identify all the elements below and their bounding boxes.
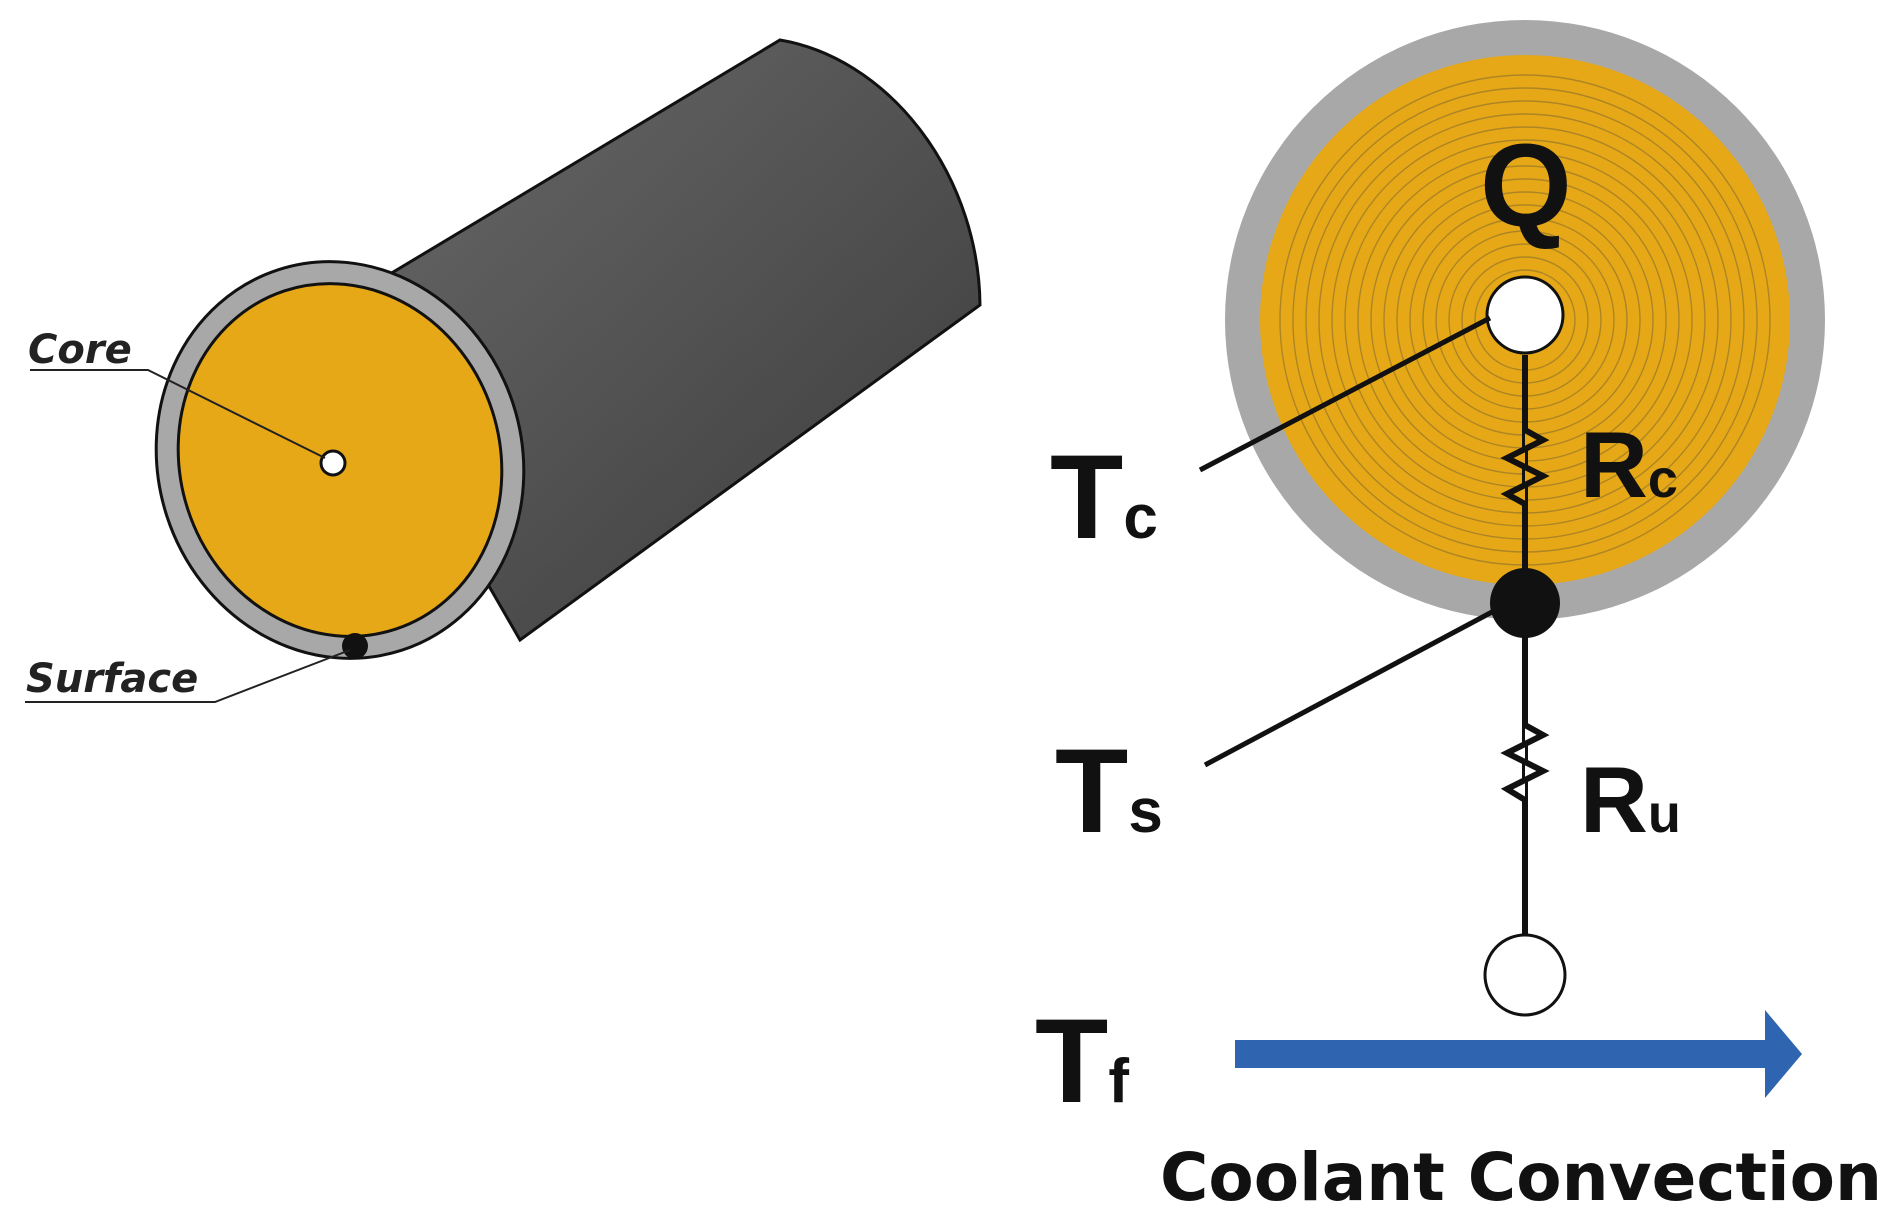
coolant-convection-caption: Coolant Convection	[1160, 1139, 1882, 1216]
cylinder-cell: Core Surface	[25, 38, 982, 703]
fluid-temperature-label: Tf	[1035, 994, 1129, 1128]
coolant-flow-arrow	[1235, 1010, 1802, 1098]
surface-point	[342, 633, 368, 659]
surface-label: Surface	[26, 656, 198, 702]
surface-temperature-label: Ts	[1055, 724, 1163, 858]
surface-temp-leader	[1203, 609, 1494, 768]
fluid-node	[1483, 933, 1567, 1017]
core-temp-leader	[1198, 315, 1492, 473]
convection-resistor-symbol	[1500, 722, 1550, 803]
core-label: Core	[28, 327, 132, 373]
core-resistance-label: Rc	[1580, 412, 1678, 517]
core-point	[319, 449, 347, 477]
core-node	[1485, 275, 1565, 355]
core-leader-line	[30, 369, 326, 459]
core-temperature-label: Tc	[1050, 430, 1158, 564]
surface-leader-line	[25, 649, 351, 703]
heat-generation-label: Q	[1480, 120, 1572, 252]
convection-resistance-label: Ru	[1580, 747, 1681, 852]
surface-node	[1490, 568, 1560, 638]
core-resistor-symbol	[1500, 427, 1550, 507]
